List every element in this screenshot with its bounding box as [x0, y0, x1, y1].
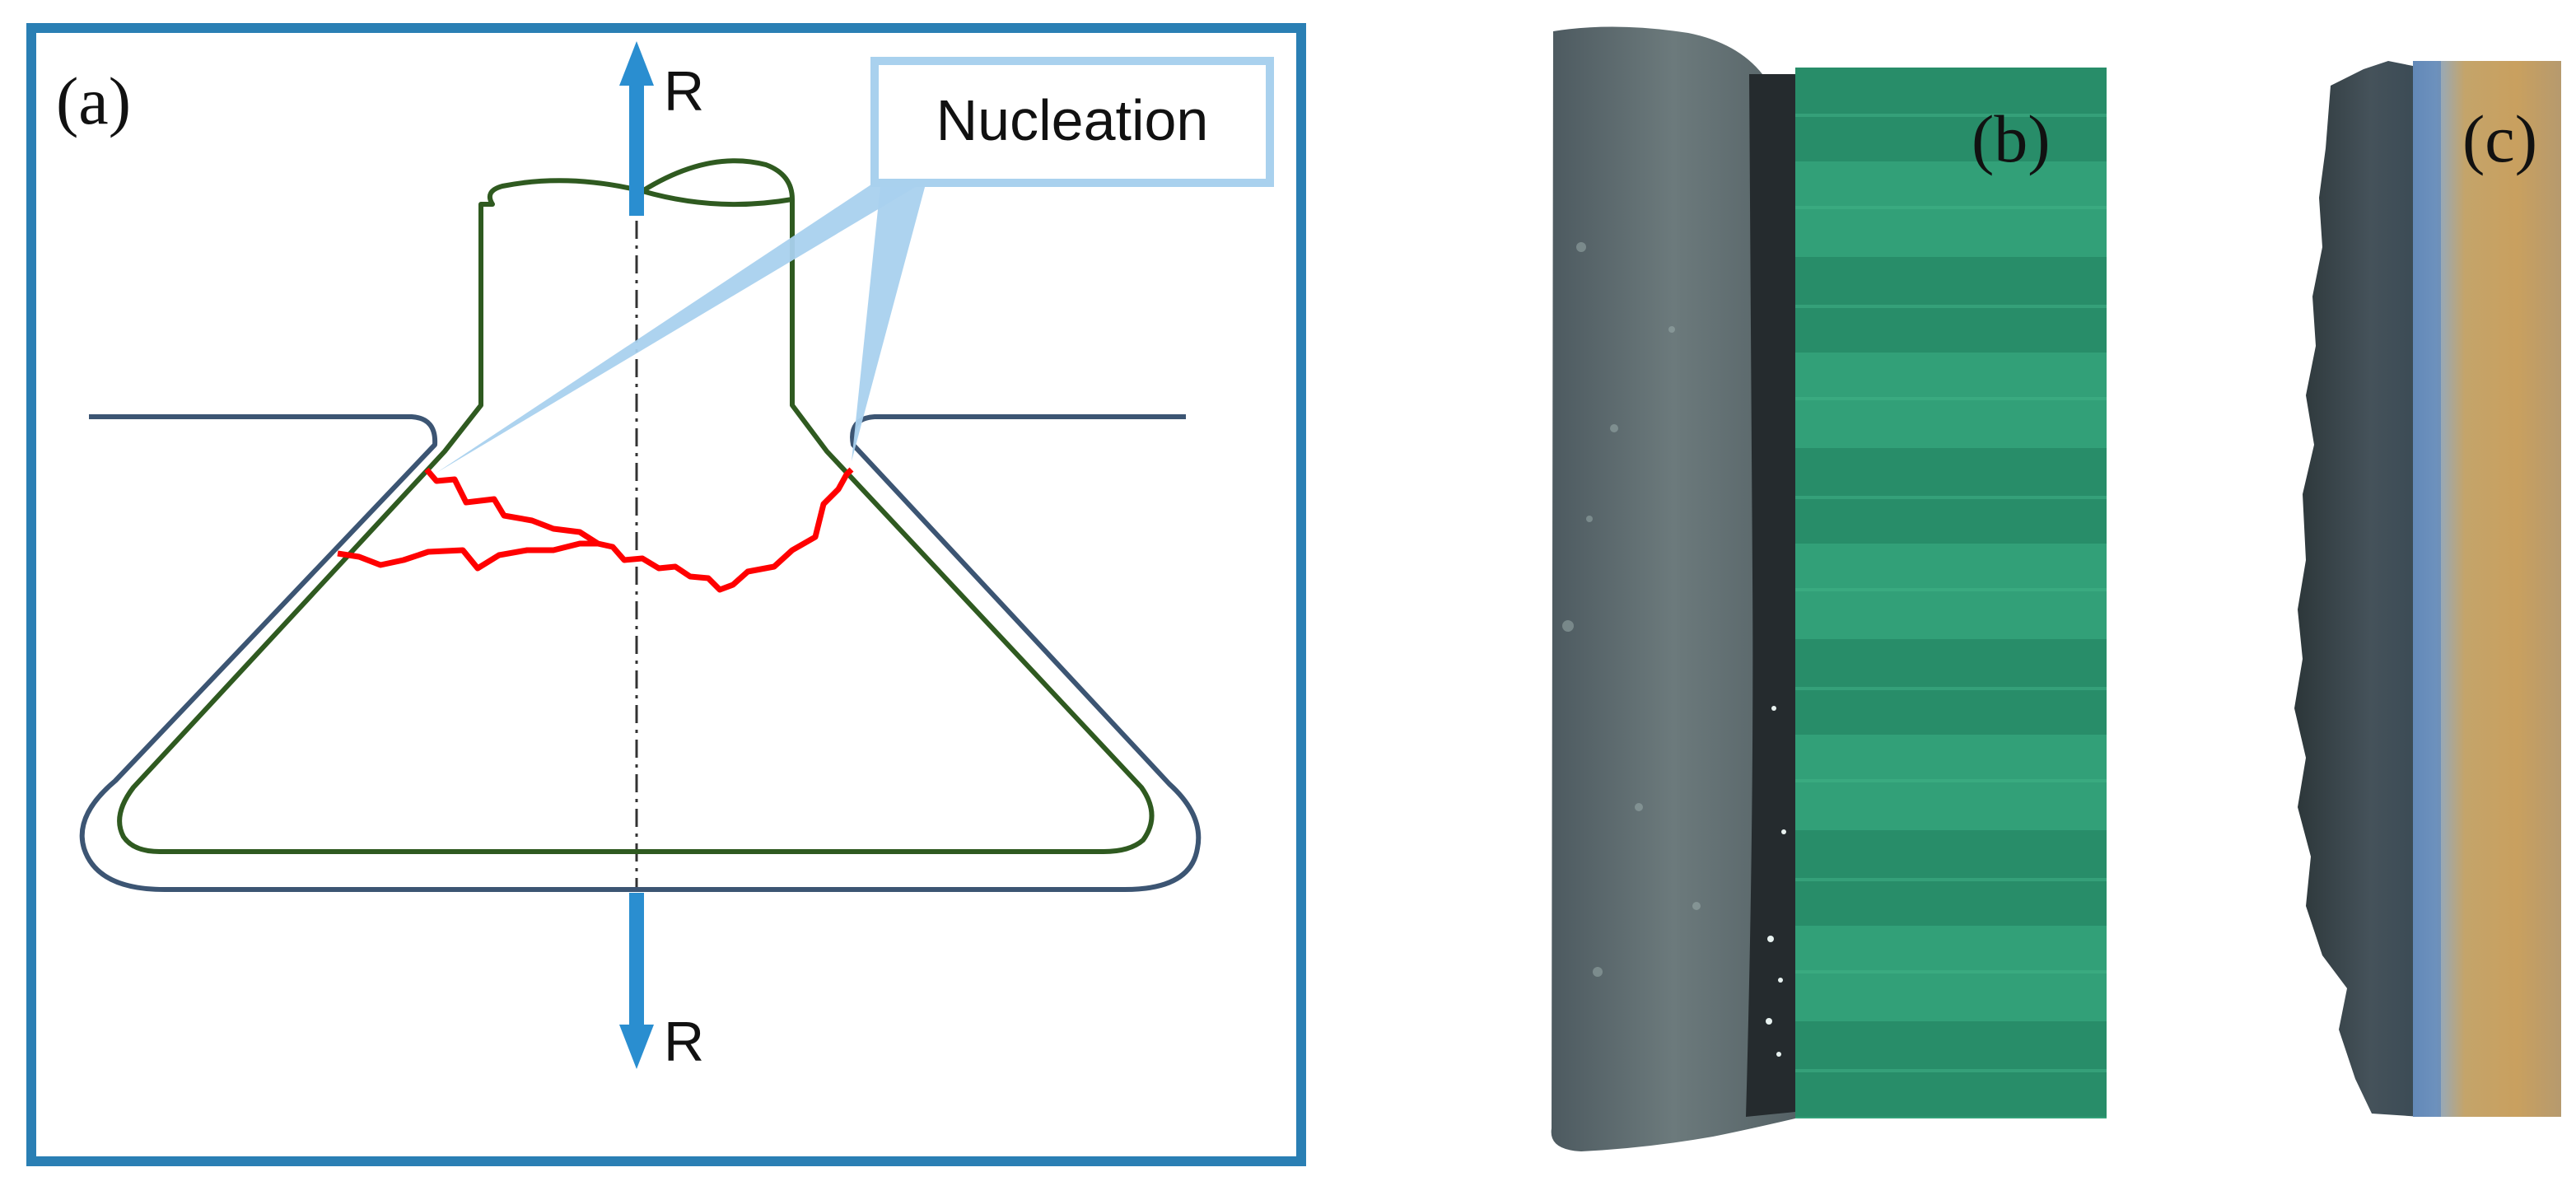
crack-branch — [337, 540, 598, 572]
specimen-outline — [117, 158, 1155, 854]
nucleation-callout: Nucleation — [436, 57, 1274, 473]
panel-c: (c) — [2294, 61, 2561, 1117]
crack-path — [424, 467, 854, 593]
panel-b-texture — [1562, 242, 1701, 977]
panel-b-surface-tint — [1795, 68, 2107, 1118]
nucleation-label: Nucleation — [936, 88, 1209, 152]
panel-b-fracture-surface — [1795, 68, 2107, 1118]
panel-a-label: (a) — [56, 63, 131, 138]
fixture-outline — [79, 414, 1202, 892]
panel-c-label: (c) — [2462, 101, 2537, 176]
panel-b: (b) — [1551, 26, 2107, 1151]
panel-c-blue-band — [2413, 61, 2441, 1117]
panel-a: (a) R R Nucleation — [26, 23, 1306, 1166]
load-label-bottom: R — [664, 1011, 704, 1073]
specimen-top-ellipse — [642, 189, 793, 208]
panel-c-dark-edge — [2294, 61, 2421, 1117]
panel-b-label: (b) — [1972, 101, 2051, 176]
load-arrow-top — [619, 41, 654, 216]
panel-a-frame — [26, 23, 1306, 1166]
panel-b-grey-region — [1551, 26, 1795, 1151]
panel-b-white-specks — [1766, 706, 1786, 1057]
load-arrow-bottom — [619, 893, 654, 1069]
load-label-top: R — [664, 60, 704, 123]
panel-b-dark-seam — [1746, 74, 1795, 1117]
